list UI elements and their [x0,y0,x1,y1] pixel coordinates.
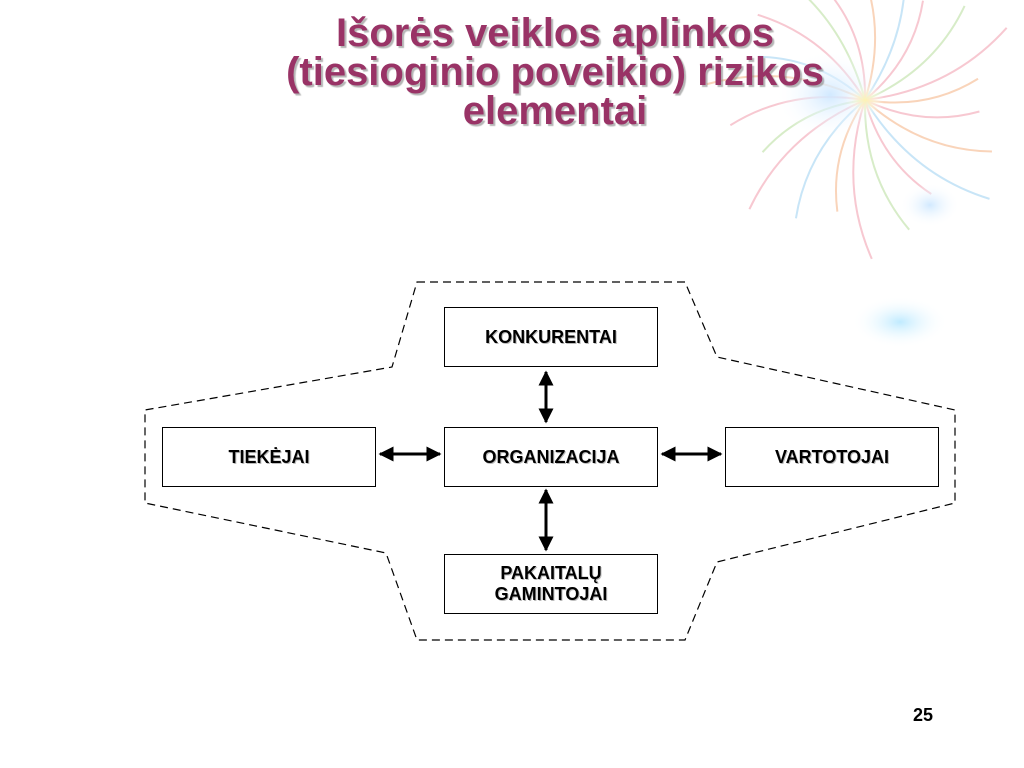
node-competitors: KONKURENTAI [444,307,658,367]
page-number: 25 [912,705,934,725]
glow-spot [775,50,885,140]
node-substitute-producers-label-2: GAMINTOJAI [494,584,608,604]
node-suppliers-label: TIEKĖJAI [228,446,310,467]
glow-spot [845,84,885,116]
node-competitors-label: KONKURENTAI [485,326,617,347]
node-organization: ORGANIZACIJA [444,427,658,487]
title-line-3: elementai [462,89,648,133]
node-customers: VARTOTOJAI [725,427,939,487]
slide-title: Išorės veiklos aplinkos (tiesioginio pov… [160,11,950,133]
node-substitute-producers-label-1: PAKAITALŲ [500,563,602,583]
environment-boundary [144,281,956,641]
node-substitute-producers: PAKAITALŲ GAMINTOJAI [444,554,658,614]
node-organization-label: ORGANIZACIJA [482,446,620,467]
glow-spot [852,296,948,348]
node-suppliers: TIEKĖJAI [162,427,376,487]
title-line-2: (tiesioginio poveikio) rizikos [286,50,824,94]
node-substitute-producers-text: PAKAITALŲ GAMINTOJAI [495,563,608,605]
glow-spot [900,183,960,227]
node-customers-label: VARTOTOJAI [774,446,890,467]
title-line-1: Išorės veiklos aplinkos [336,11,774,55]
